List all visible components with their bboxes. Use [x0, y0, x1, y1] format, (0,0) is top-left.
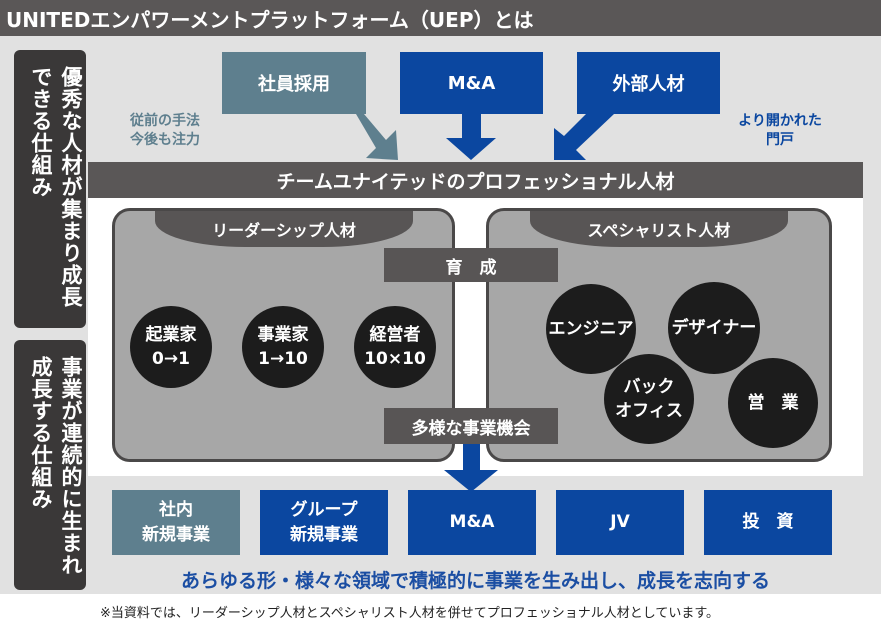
business-builder-scale: 1→10 — [258, 349, 308, 369]
opportunity-label: 多様な事業機会 — [384, 408, 558, 444]
executive-scale: 10×10 — [364, 349, 426, 369]
designer-circle: デザイナー — [668, 282, 760, 374]
back-office-label-line2: オフィス — [615, 401, 683, 421]
left-label-talent: 優秀な人材が集まり成長できる仕組み — [14, 50, 86, 328]
note-open-door-line1: より開かれた — [738, 113, 822, 129]
note-traditional: 従前の手法 今後も注力 — [110, 112, 220, 150]
executive-circle: 経営者 10×10 — [354, 306, 436, 388]
outcome-jv: JV — [556, 490, 684, 555]
note-traditional-line1: 従前の手法 — [130, 113, 200, 129]
arrow-external — [554, 114, 614, 160]
outcome-internal-new-business: 社内 新規事業 — [112, 490, 240, 555]
outcome-group-new-business: グループ 新規事業 — [260, 490, 388, 555]
outcome-ma: M&A — [408, 490, 536, 555]
arrow-ma-down — [446, 114, 496, 160]
professional-talent-bar: チームユナイテッドのプロフェッショナル人材 — [88, 162, 863, 198]
outcome-group-line1: グループ — [290, 499, 358, 520]
entrepreneur-scale: 0→1 — [152, 349, 190, 369]
source-hiring-box: 社員採用 — [222, 52, 366, 114]
outcome-internal-line1: 社内 — [159, 499, 193, 520]
back-office-circle: バック オフィス — [604, 354, 694, 444]
back-office-label-line1: バック — [623, 377, 675, 397]
source-ma-box: M&A — [400, 52, 543, 114]
note-open-door-line2: 門戸 — [766, 132, 794, 148]
specialist-label: スペシャリスト人材 — [530, 211, 788, 247]
engineer-circle: エンジニア — [546, 284, 636, 374]
entrepreneur-label: 起業家 — [145, 325, 197, 345]
business-builder-circle: 事業家 1→10 — [242, 306, 324, 388]
executive-label: 経営者 — [369, 325, 421, 345]
source-external-talent-box: 外部人材 — [577, 52, 720, 114]
outcome-internal-line2: 新規事業 — [142, 524, 210, 545]
footnote: ※当資料では、リーダーシップ人材とスペシャリスト人材を併せてプロフェッショナル人… — [100, 606, 720, 621]
business-builder-label: 事業家 — [257, 325, 309, 345]
arrow-to-outcomes — [444, 444, 498, 492]
page-title: UNITEDエンパワーメントプラットフォーム（UEP）とは — [0, 0, 881, 36]
note-open-door: より開かれた 門戸 — [730, 112, 830, 150]
outcome-group-line2: 新規事業 — [290, 524, 358, 545]
leadership-label: リーダーシップ人材 — [155, 211, 413, 247]
left-label-business: 事業が連続的に生まれ成長する仕組み — [14, 340, 86, 590]
entrepreneur-circle: 起業家 0→1 — [130, 306, 212, 388]
sales-circle: 営 業 — [728, 358, 818, 448]
note-traditional-line2: 今後も注力 — [130, 132, 200, 148]
arrow-hiring — [328, 114, 398, 160]
slogan: あらゆる形・様々な領域で積極的に事業を生み出し、成長を志向する — [180, 569, 770, 592]
outcome-investment: 投 資 — [704, 490, 832, 555]
growth-label: 育 成 — [384, 248, 558, 282]
